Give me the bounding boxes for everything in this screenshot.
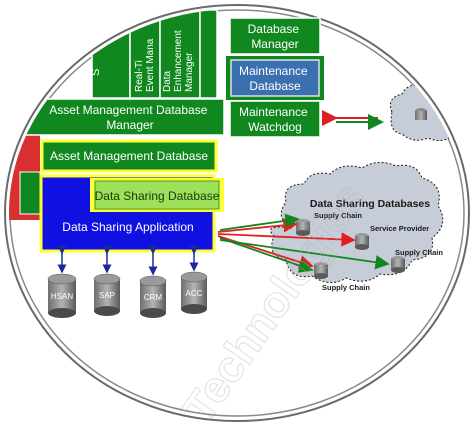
data-sharing-db-label: Data Sharing Database bbox=[95, 189, 220, 203]
watchdog-line2: Watchdog bbox=[248, 120, 302, 134]
db-crm-label: CRM bbox=[144, 293, 163, 302]
cloud-node-label-4: Supply Chain bbox=[322, 283, 370, 292]
arrow-red-2 bbox=[217, 232, 356, 247]
maint-db-line2: Database bbox=[249, 79, 301, 93]
block-db-manager-top bbox=[199, 9, 218, 99]
svg-text:Data Enhancement M: Data Enhancement Manager bbox=[162, 28, 195, 93]
svg-text:Maintenance Watchdog: Maintenance Watchdog bbox=[239, 105, 311, 134]
block-partial-s bbox=[91, 9, 131, 99]
outer-ring bbox=[4, 4, 470, 422]
db-crm: CRM bbox=[139, 245, 167, 318]
data-enh-line1: Data bbox=[162, 70, 173, 92]
svg-text:Database Manager: Database Manager bbox=[248, 22, 303, 51]
cloud-title: Data Sharing Databases bbox=[310, 198, 430, 210]
cloud-node-label-1: Supply Chain bbox=[314, 211, 362, 220]
maint-db-line1: Maintenance bbox=[239, 64, 308, 78]
db-hsan: HSAN bbox=[47, 245, 77, 318]
db-hsan-label: HSAN bbox=[51, 292, 73, 301]
db-sap-label: SAP bbox=[99, 291, 115, 300]
amd-label: Asset Management Database bbox=[50, 149, 208, 163]
data-enh-line2: Enhancement bbox=[173, 30, 184, 92]
amd-manager-line1: Asset Management Database bbox=[49, 103, 207, 117]
block-maintenance-database bbox=[230, 59, 320, 97]
svg-text:Real-Ti Event Mana: Real-Ti Event Mana bbox=[134, 38, 156, 92]
realtime-line2: Event Mana bbox=[145, 38, 156, 92]
data-sharing-app-label: Data Sharing Application bbox=[62, 220, 193, 234]
block-amd bbox=[40, 139, 218, 173]
block-data-sharing-db-inner bbox=[94, 180, 220, 210]
cloud-node-supply-chain-2: Supply Chain bbox=[314, 262, 370, 292]
block-amd-manager bbox=[21, 98, 225, 136]
cloud-node-label-2: Service Provider bbox=[370, 224, 429, 233]
watchdog-line1: Maintenance bbox=[239, 105, 308, 119]
block-partial-s-label: S bbox=[90, 69, 102, 76]
db-manager-line1: Database bbox=[248, 22, 300, 36]
db-manager-line2: Manager bbox=[251, 37, 298, 51]
block-maintenance-watchdog bbox=[229, 100, 321, 138]
db-acc: ACC bbox=[180, 245, 208, 314]
amd-manager-line2: Manager bbox=[106, 118, 153, 132]
arrow-green-2 bbox=[219, 237, 314, 273]
data-enh-line3: Manager bbox=[184, 52, 195, 92]
top-right-cloud-db-body bbox=[415, 111, 427, 120]
svg-text:Maintenance Database: Maintenance Database bbox=[239, 64, 311, 93]
db-acc-label: ACC bbox=[186, 289, 203, 298]
arrow-red-3 bbox=[217, 235, 314, 270]
realtime-line1: Real-Ti bbox=[134, 60, 145, 92]
arrow-green-3 bbox=[219, 239, 390, 270]
block-database-manager bbox=[229, 17, 321, 55]
db-sap: SAP bbox=[93, 245, 121, 316]
cloud-node-service-provider: Service Provider bbox=[355, 224, 429, 250]
arrow-green-1 bbox=[219, 213, 300, 231]
cloud-node-supply-chain-3: Supply Chain bbox=[391, 248, 443, 273]
arrow-red-1 bbox=[217, 218, 298, 233]
block-data-enhancement bbox=[159, 9, 201, 99]
svg-text:Asset Management Database: Asset Management Database Manager bbox=[49, 103, 210, 132]
cloud-node-label-3: Supply Chain bbox=[395, 248, 443, 257]
left-stub-green bbox=[19, 171, 41, 215]
